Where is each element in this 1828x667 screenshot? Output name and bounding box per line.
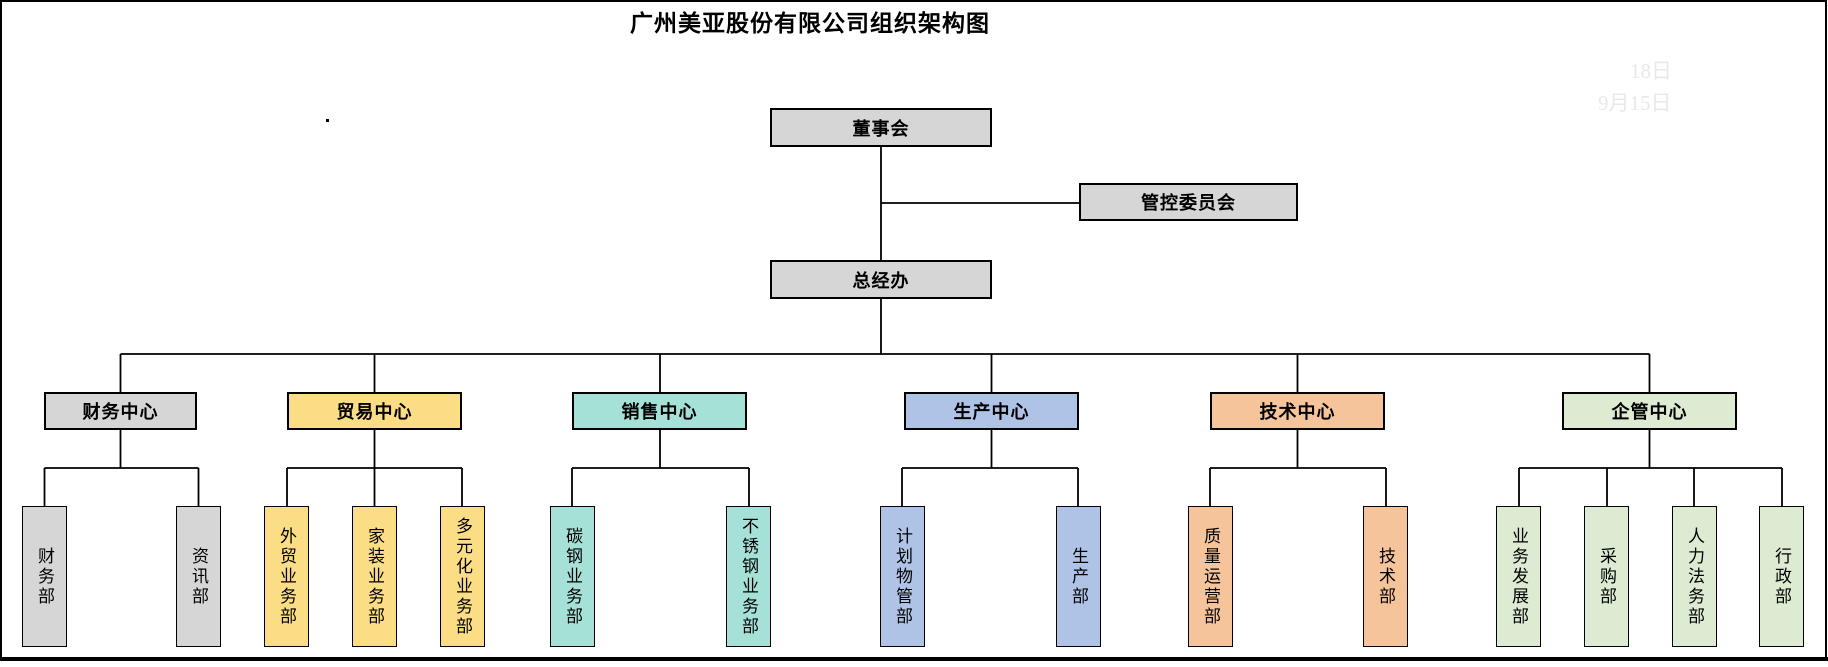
- node-center-finance: 财务中心: [44, 392, 197, 430]
- node-center-sales: 销售中心: [572, 392, 747, 430]
- node-dept-production: 生产部: [1056, 506, 1101, 647]
- node-dept-diversified: 多元化业务部: [440, 506, 485, 647]
- node-dept-finance: 财务部: [22, 506, 67, 647]
- ghost-text-2: 9月15日: [1598, 91, 1672, 115]
- chart-title: 广州美亚股份有限公司组织架构图: [630, 11, 990, 36]
- node-dept-carbon-steel: 碳钢业务部: [550, 506, 595, 647]
- node-dept-technology: 技术部: [1363, 506, 1408, 647]
- node-center-management: 企管中心: [1562, 392, 1737, 430]
- node-dept-business-development: 业务发展部: [1496, 506, 1541, 647]
- node-control-committee: 管控委员会: [1079, 183, 1298, 221]
- node-gm-office: 总经办: [770, 260, 992, 299]
- node-dept-quality-operations: 质量运营部: [1188, 506, 1233, 647]
- node-dept-home-decor: 家装业务部: [352, 506, 397, 647]
- node-dept-stainless-steel: 不锈钢业务部: [726, 506, 771, 647]
- node-center-technology: 技术中心: [1210, 392, 1385, 430]
- node-dept-administration: 行政部: [1759, 506, 1804, 647]
- node-dept-hr-legal: 人力法务部: [1672, 506, 1717, 647]
- node-dept-information: 资讯部: [176, 506, 221, 647]
- node-board: 董事会: [770, 108, 992, 147]
- node-dept-foreign-trade: 外贸业务部: [264, 506, 309, 647]
- stray-dot-artifact: [326, 119, 329, 122]
- node-dept-planning-logistics: 计划物管部: [880, 506, 925, 647]
- ghost-text-1: 18日: [1630, 59, 1672, 83]
- node-center-production: 生产中心: [904, 392, 1079, 430]
- node-center-trade: 贸易中心: [287, 392, 462, 430]
- node-dept-procurement: 采购部: [1584, 506, 1629, 647]
